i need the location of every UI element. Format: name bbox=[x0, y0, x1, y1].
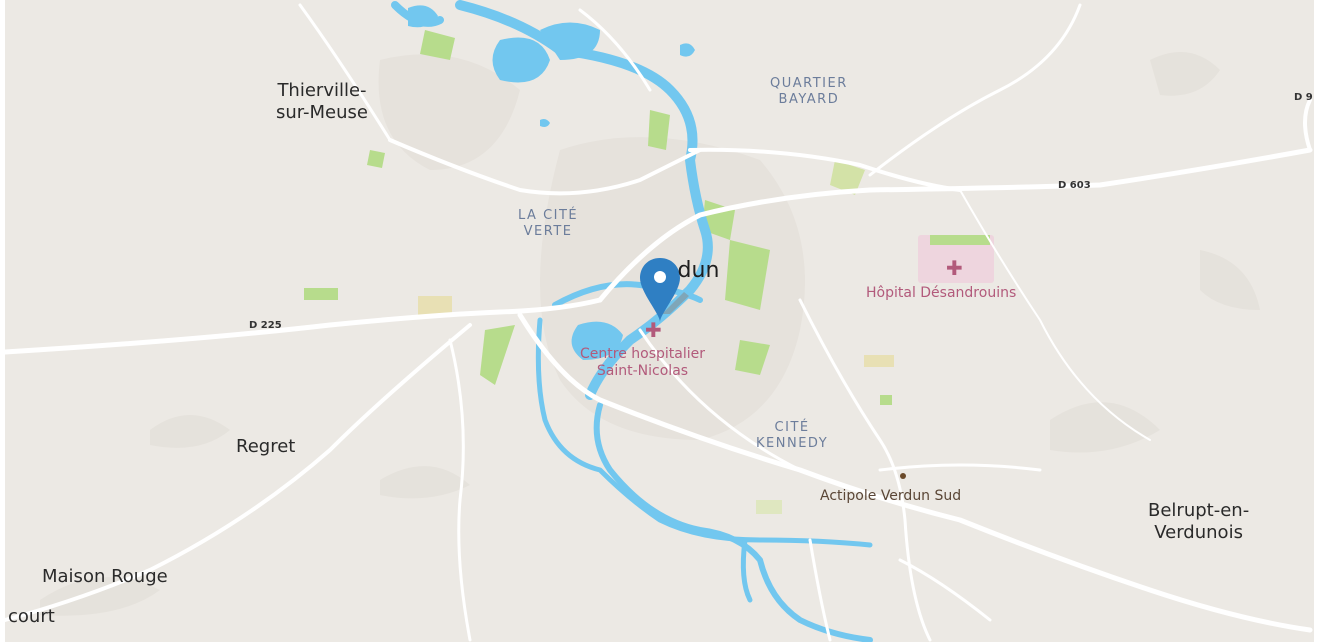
map-right-border bbox=[1314, 0, 1317, 642]
road-label-d603: D 603 bbox=[1058, 180, 1091, 191]
hospital-icon: ✚ bbox=[645, 318, 662, 342]
quarter-label-cite-kennedy: CITÉ KENNEDY bbox=[756, 420, 829, 451]
place-label-court: court bbox=[8, 606, 55, 627]
quarter-label-cite-verte: LA CITÉ VERTE bbox=[518, 208, 579, 239]
map-left-border bbox=[0, 0, 5, 642]
poi-label-actipole[interactable]: Actipole Verdun Sud bbox=[820, 488, 962, 504]
hospital-area-desandrouins bbox=[918, 235, 994, 283]
hospital-icon: ✚ bbox=[946, 256, 963, 280]
poi-label-hopital-desandrouins[interactable]: Hôpital Désandrouins bbox=[866, 285, 1017, 301]
quarter-label-bayard: QUARTIER BAYARD bbox=[770, 76, 848, 107]
poi-label-centre-hospitalier[interactable]: Centre hospitalier Saint-Nicolas bbox=[580, 346, 705, 379]
place-label-regret: Regret bbox=[236, 436, 296, 457]
place-label-maison-rouge: Maison Rouge bbox=[42, 566, 168, 587]
map-pin-icon[interactable] bbox=[640, 258, 690, 330]
road-label-d225: D 225 bbox=[249, 320, 282, 331]
road-label-d9: D 9 bbox=[1294, 92, 1313, 103]
place-label-thierville: Thierville- sur-Meuse bbox=[276, 80, 368, 123]
place-label-belrupt: Belrupt-en- Verdunois bbox=[1148, 500, 1250, 543]
terrain-shading bbox=[40, 52, 1260, 616]
road-network bbox=[2, 3, 1313, 642]
actipole-dot bbox=[900, 473, 906, 479]
place-label-verdun: Verdun bbox=[642, 258, 720, 283]
lakes bbox=[408, 5, 695, 360]
